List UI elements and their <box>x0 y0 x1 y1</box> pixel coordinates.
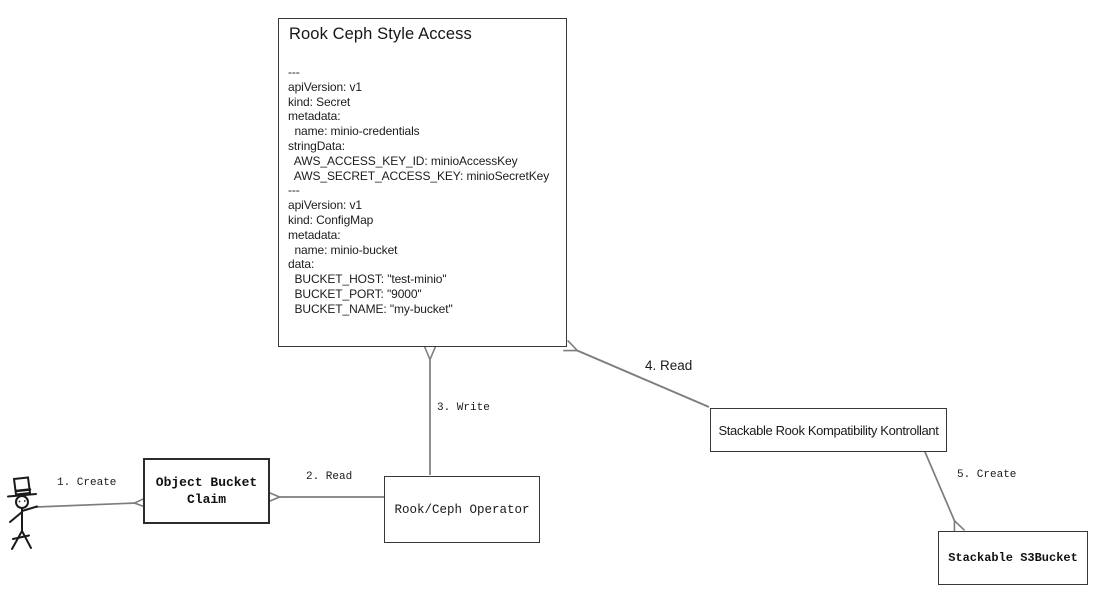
edge-create-s3bucket <box>924 451 955 522</box>
node-stackable-s3bucket-label: Stackable S3Bucket <box>948 551 1078 565</box>
edge-read-manifests <box>576 350 710 408</box>
edge-label-3-write: 3. Write <box>437 402 490 414</box>
yaml-manifest-text: --- apiVersion: v1 kind: Secret metadata… <box>288 65 550 316</box>
node-rook-ceph-operator-label: Rook/Ceph Operator <box>394 502 530 517</box>
user-stick-figure-icon <box>7 476 38 550</box>
node-stackable-controller: Stackable Rook Kompatibility Kontrollant <box>710 408 947 452</box>
node-stackable-controller-label: Stackable Rook Kompatibility Kontrollant <box>718 422 939 438</box>
edge-label-1-create: 1. Create <box>57 477 117 489</box>
main-box-title: Rook Ceph Style Access <box>289 25 472 43</box>
edge-label-4-read: 4. Read <box>645 358 693 373</box>
edge-label-2-read: 2. Read <box>306 471 353 483</box>
node-object-bucket-claim: Object Bucket Claim <box>143 458 270 524</box>
node-rook-ceph-operator: Rook/Ceph Operator <box>384 476 540 543</box>
node-rook-ceph-style-access: Rook Ceph Style Access --- apiVersion: v… <box>278 18 567 347</box>
node-stackable-s3bucket: Stackable S3Bucket <box>938 531 1088 585</box>
edge-create-obc <box>35 503 136 507</box>
node-object-bucket-claim-label: Object Bucket Claim <box>155 475 258 507</box>
edge-label-5-create: 5. Create <box>957 469 1017 481</box>
